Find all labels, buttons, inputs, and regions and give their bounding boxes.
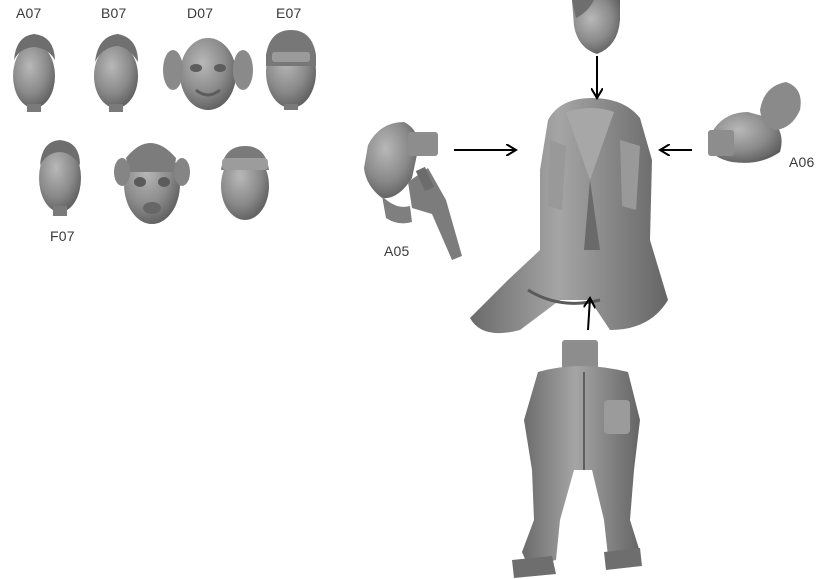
head-d07 xyxy=(163,38,253,110)
head-alien xyxy=(114,143,190,224)
head-e07 xyxy=(266,30,316,110)
legs xyxy=(512,340,642,578)
head-b07 xyxy=(94,34,138,112)
torso-coat xyxy=(470,98,668,333)
head-top xyxy=(572,0,620,54)
head-a07 xyxy=(13,34,55,112)
arm-a05 xyxy=(364,122,462,260)
head-f07 xyxy=(39,140,81,216)
head-headband xyxy=(221,146,269,220)
arm-a06 xyxy=(708,82,801,163)
